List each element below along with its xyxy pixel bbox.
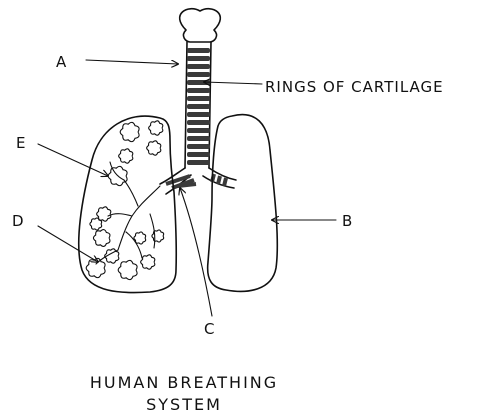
alveolus [149, 121, 163, 135]
caption-line-1: HUMAN BREATHING [90, 373, 278, 392]
cartilage-ring [187, 144, 210, 149]
arrow-a [86, 60, 178, 64]
bronchus-ring [178, 184, 196, 186]
alveolus [141, 255, 155, 269]
cartilage-ring [187, 160, 210, 165]
label-c: C [204, 320, 215, 338]
cartilage-ring [187, 96, 210, 101]
bronchus-rings [166, 174, 226, 188]
label-rings-of-cartilage: RINGS OF CARTILAGE [265, 78, 444, 96]
alveolus [134, 232, 146, 244]
alveolus [147, 141, 161, 155]
alveolus [93, 230, 110, 247]
left-lung [79, 116, 177, 292]
arrow-c [180, 188, 212, 316]
cartilage-ring [187, 48, 210, 53]
bronchus-ring [224, 178, 226, 186]
caption-line-2: SYSTEM [146, 395, 222, 414]
right-lung [208, 115, 278, 292]
cartilage-ring [187, 152, 210, 157]
alveolus [86, 258, 105, 277]
larynx [180, 9, 221, 42]
arrow-d [38, 226, 98, 262]
label-e: E [16, 134, 26, 152]
alveolus [119, 149, 133, 163]
arrow-e [38, 144, 108, 176]
cartilage-ring [187, 136, 210, 141]
bronchioles [96, 162, 160, 264]
alveolus [90, 218, 102, 230]
alveolus [120, 122, 139, 141]
cartilage-ring [187, 120, 210, 125]
arrow-rings [204, 82, 262, 84]
alveolus [152, 230, 164, 242]
cartilage-ring [187, 64, 210, 69]
label-d: D [12, 212, 25, 230]
cartilage-ring [187, 72, 210, 77]
label-b: B [342, 212, 353, 230]
alveolus [118, 260, 137, 279]
cartilage-ring [187, 88, 210, 93]
cartilage-ring [187, 112, 210, 117]
bronchus-ring [218, 176, 220, 184]
trachea-rings [187, 48, 210, 165]
cartilage-ring [187, 128, 210, 133]
cartilage-ring [187, 104, 210, 109]
trachea-left-wall [185, 42, 187, 168]
cartilage-ring [187, 56, 210, 61]
label-a: A [56, 53, 67, 71]
